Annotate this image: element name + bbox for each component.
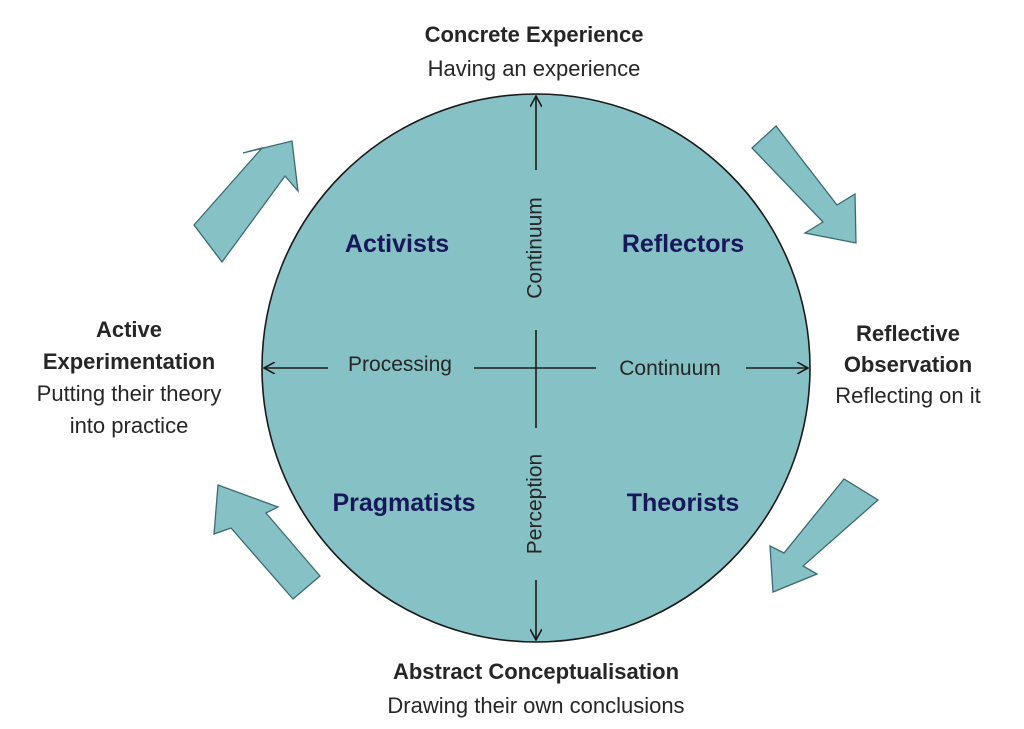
style-activists: Activists	[345, 230, 449, 258]
stage-desc-line: Reflecting on it	[835, 383, 981, 408]
stage-title-line: Active	[96, 317, 162, 342]
stage-desc-line: Drawing their own conclusions	[387, 693, 684, 718]
stage-title-line: Abstract Conceptualisation	[393, 659, 679, 684]
horizontal-axis-label-left: Processing	[348, 353, 452, 376]
stage-title-line: Experimentation	[43, 349, 215, 374]
horizontal-axis-label-right: Continuum	[619, 357, 721, 380]
stage-title-line: Concrete Experience	[425, 22, 644, 47]
stage-desc-line: Having an experience	[428, 56, 641, 81]
cycle-arrow-to-concrete	[193, 140, 299, 264]
vertical-axis-label-top: Continuum	[524, 197, 547, 299]
style-reflectors: Reflectors	[622, 230, 744, 258]
stage-desc-line: Putting their theory	[37, 381, 222, 406]
stage-desc-line: into practice	[70, 413, 189, 438]
style-pragmatists: Pragmatists	[332, 489, 475, 517]
stage-title-line: Reflective	[856, 321, 960, 346]
style-theorists: Theorists	[627, 489, 740, 517]
stage-title-line: Observation	[844, 352, 972, 377]
cycle-arrow-to-active	[213, 484, 321, 600]
cycle-arrow-to-abstract	[769, 478, 880, 593]
cycle-arrow-to-reflective	[751, 125, 857, 244]
vertical-axis-label-bottom: Perception	[524, 454, 547, 554]
